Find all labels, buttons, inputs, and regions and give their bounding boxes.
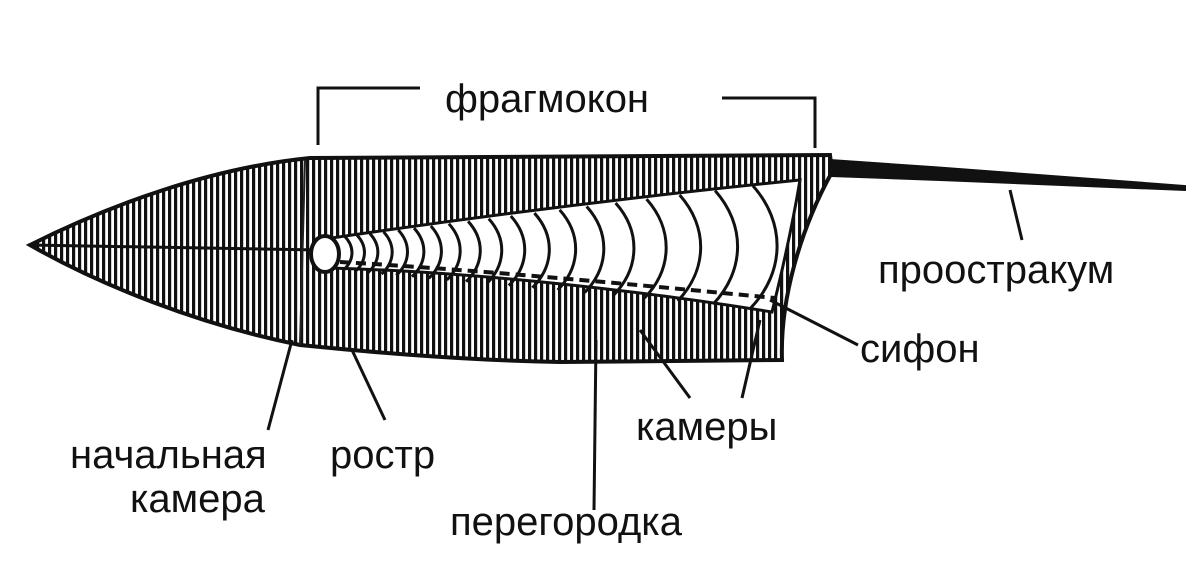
label-rostrum: ростр [330, 433, 435, 477]
septum-line [485, 217, 504, 285]
proostracum-shape [828, 158, 1186, 192]
leader-lines [266, 189, 1024, 511]
septum-line [711, 189, 740, 306]
septum-line [341, 235, 354, 272]
label-chambers: камеры [636, 405, 777, 449]
septum-line [366, 232, 380, 274]
septum-line [353, 234, 366, 273]
initial-chamber [309, 234, 341, 274]
label-proostracum: проостракум [878, 248, 1114, 292]
septum-line [380, 230, 394, 276]
septum-line [749, 184, 779, 309]
septum-line [465, 220, 482, 283]
phragmocone-cone [315, 178, 802, 314]
label-initial-chamber-line2: камера [130, 477, 266, 521]
label-septum: перегородка [450, 500, 683, 544]
label-phragmocone: фрагмокон [445, 77, 649, 121]
label-siphon: сифон [860, 327, 980, 371]
phragmocone-bracket [316, 86, 817, 148]
septum-line [676, 193, 703, 303]
septum-line [583, 205, 606, 294]
septum-line [410, 227, 426, 278]
septum-line [395, 228, 409, 277]
septum-line [531, 212, 551, 289]
rostrum-divide [299, 159, 306, 346]
septum-line [556, 208, 578, 292]
label-initial-chamber-line1: начальная [70, 433, 267, 477]
siphon-line [339, 260, 776, 300]
septum-line [427, 224, 443, 280]
septum-line [612, 201, 636, 297]
septum-line [507, 214, 527, 287]
septa [341, 184, 779, 309]
rostrum-midline [29, 243, 321, 252]
septum-line [445, 222, 462, 282]
